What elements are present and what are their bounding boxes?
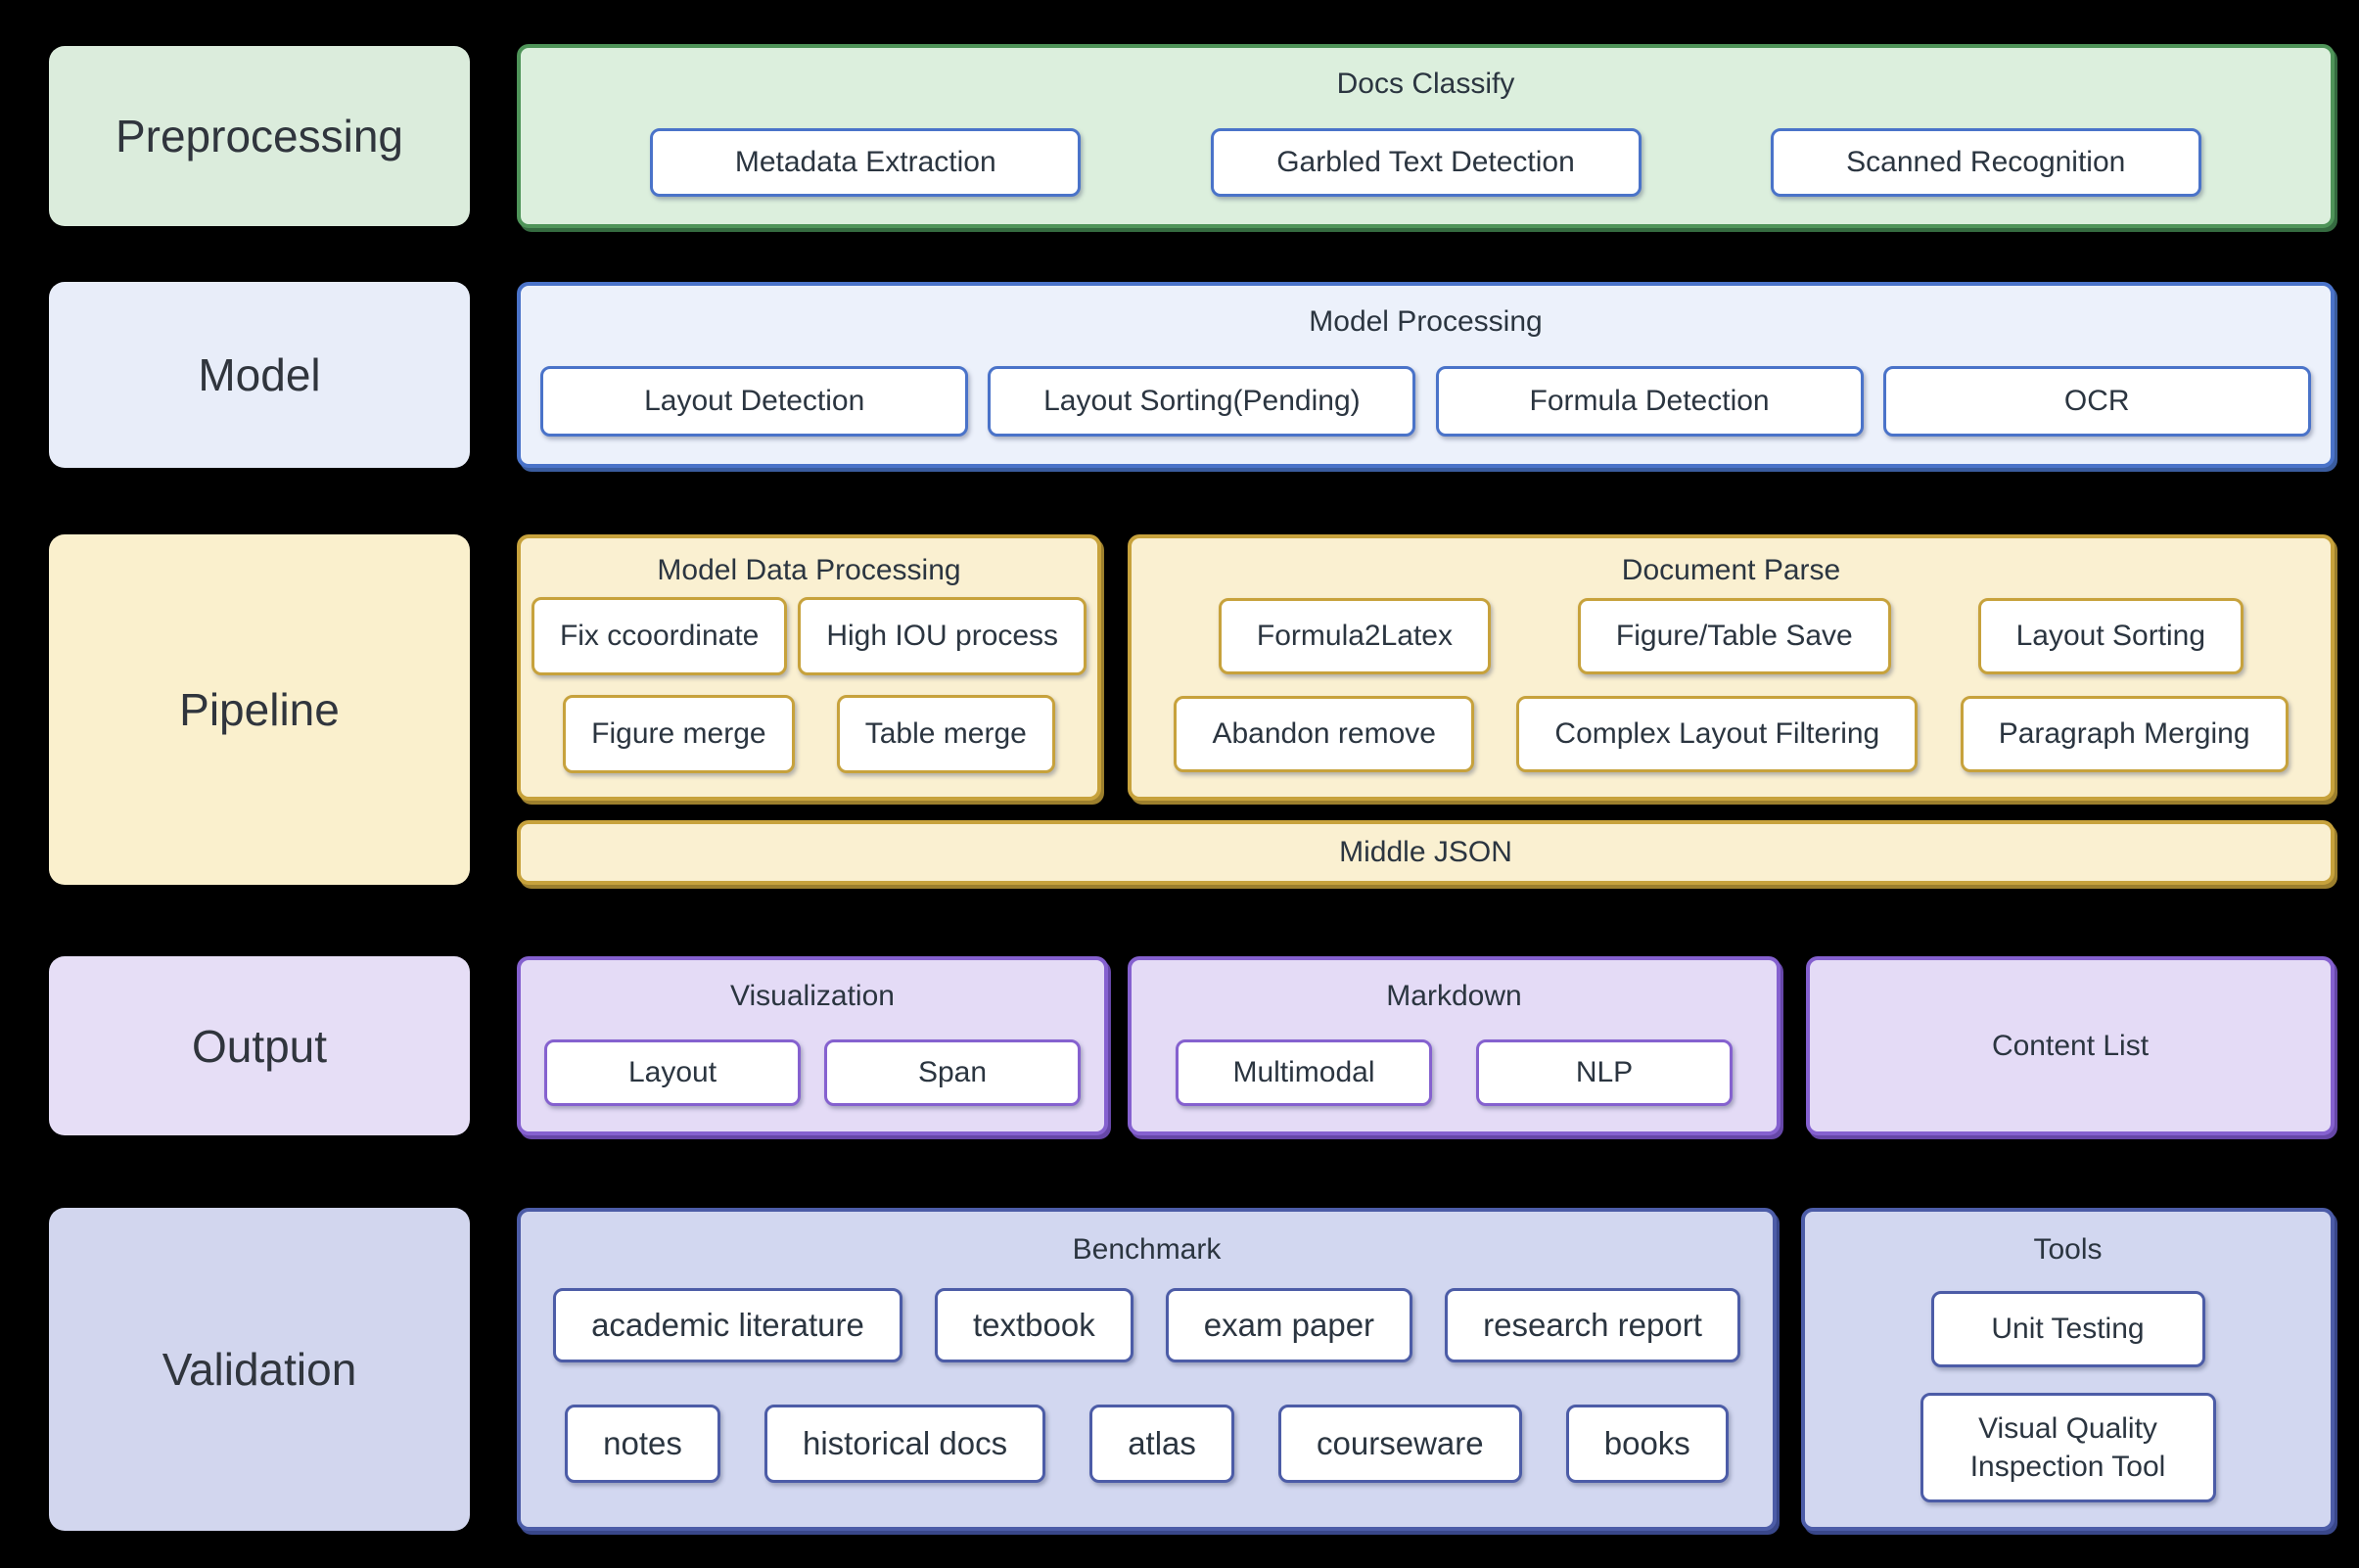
node-fix-ccoordinate: Fix ccoordinate bbox=[531, 597, 788, 675]
visualization-items: Layout Span bbox=[521, 1013, 1104, 1131]
stage-label-model: Model bbox=[49, 282, 470, 468]
group-title-docs-classify: Docs Classify bbox=[1336, 68, 1515, 100]
group-title-benchmark: Benchmark bbox=[1072, 1233, 1222, 1266]
node-formula2latex: Formula2Latex bbox=[1218, 598, 1491, 674]
group-title-model-data-processing: Model Data Processing bbox=[657, 554, 961, 586]
node-figure-merge: Figure merge bbox=[563, 695, 795, 773]
stage-label-preprocessing: Preprocessing bbox=[49, 46, 470, 226]
stage-label-output: Output bbox=[49, 956, 470, 1135]
node-figure-table-save: Figure/Table Save bbox=[1577, 598, 1891, 674]
node-historical-docs: historical docs bbox=[763, 1404, 1046, 1483]
stage-label-pipeline: Pipeline bbox=[49, 534, 470, 885]
node-layout-detection: Layout Detection bbox=[540, 366, 969, 437]
node-research-report: research report bbox=[1445, 1287, 1740, 1362]
node-layout-sorting-pending: Layout Sorting(Pending) bbox=[988, 366, 1416, 437]
group-content-list: Content List bbox=[1806, 956, 2335, 1135]
group-markdown: Markdown Multimodal NLP bbox=[1128, 956, 1781, 1135]
tools-items: Unit Testing Visual Quality Inspection T… bbox=[1805, 1267, 2331, 1527]
node-unit-testing: Unit Testing bbox=[1930, 1291, 2205, 1368]
node-abandon-remove: Abandon remove bbox=[1174, 696, 1474, 772]
node-ocr: OCR bbox=[1882, 366, 2311, 437]
group-title-model-processing: Model Processing bbox=[1309, 305, 1543, 338]
group-document-parse: Document Parse Formula2Latex Figure/Tabl… bbox=[1128, 534, 2335, 801]
benchmark-row1: academic literature textbook exam paper … bbox=[521, 1267, 1773, 1383]
node-formula-detection: Formula Detection bbox=[1435, 366, 1864, 437]
node-exam-paper: exam paper bbox=[1165, 1287, 1413, 1362]
node-garbled-text-detection: Garbled Text Detection bbox=[1210, 128, 1642, 197]
model-processing-items: Layout Detection Layout Sorting(Pending)… bbox=[521, 339, 2331, 464]
markdown-items: Multimodal NLP bbox=[1132, 1013, 1777, 1131]
group-title-tools: Tools bbox=[2033, 1233, 2103, 1266]
node-courseware: courseware bbox=[1278, 1404, 1522, 1483]
stage-label-validation: Validation bbox=[49, 1208, 470, 1531]
node-multimodal: Multimodal bbox=[1176, 1038, 1432, 1106]
group-visualization: Visualization Layout Span bbox=[517, 956, 1108, 1135]
node-textbook: textbook bbox=[934, 1287, 1133, 1362]
node-layout: Layout bbox=[544, 1038, 801, 1106]
model-data-processing-row2: Figure merge Table merge bbox=[521, 685, 1097, 783]
content-list-label: Content List bbox=[1991, 1029, 2150, 1062]
group-tools: Tools Unit Testing Visual Quality Inspec… bbox=[1801, 1208, 2335, 1531]
node-visual-quality-inspection-tool: Visual Quality Inspection Tool bbox=[1920, 1392, 2216, 1502]
group-title-markdown: Markdown bbox=[1386, 980, 1522, 1012]
group-model-processing: Model Processing Layout Detection Layout… bbox=[517, 282, 2335, 468]
document-parse-row2: Abandon remove Complex Layout Filtering … bbox=[1132, 685, 2331, 783]
node-metadata-extraction: Metadata Extraction bbox=[650, 128, 1082, 197]
group-title-visualization: Visualization bbox=[730, 980, 895, 1012]
node-nlp: NLP bbox=[1476, 1038, 1733, 1106]
node-academic-literature: academic literature bbox=[553, 1287, 902, 1362]
group-title-document-parse: Document Parse bbox=[1621, 554, 1841, 586]
node-span: Span bbox=[824, 1038, 1081, 1106]
node-table-merge: Table merge bbox=[836, 695, 1055, 773]
group-middle-json: Middle JSON bbox=[517, 820, 2335, 885]
benchmark-row2: notes historical docs atlas courseware b… bbox=[521, 1383, 1773, 1503]
node-notes: notes bbox=[565, 1404, 720, 1483]
node-scanned-recognition: Scanned Recognition bbox=[1770, 128, 2201, 197]
middle-json-label: Middle JSON bbox=[1339, 836, 1512, 868]
node-books: books bbox=[1565, 1404, 1729, 1483]
node-high-iou-process: High IOU process bbox=[798, 597, 1087, 675]
node-paragraph-merging: Paragraph Merging bbox=[1960, 696, 2289, 772]
node-atlas: atlas bbox=[1089, 1404, 1234, 1483]
docs-classify-items: Metadata Extraction Garbled Text Detecti… bbox=[521, 101, 2331, 224]
document-parse-row1: Formula2Latex Figure/Table Save Layout S… bbox=[1132, 587, 2331, 685]
group-benchmark: Benchmark academic literature textbook e… bbox=[517, 1208, 1777, 1531]
group-docs-classify: Docs Classify Metadata Extraction Garble… bbox=[517, 44, 2335, 228]
node-complex-layout-filtering: Complex Layout Filtering bbox=[1516, 696, 1919, 772]
group-model-data-processing: Model Data Processing Fix ccoordinate Hi… bbox=[517, 534, 1101, 801]
node-layout-sorting: Layout Sorting bbox=[1977, 598, 2244, 674]
model-data-processing-row1: Fix ccoordinate High IOU process bbox=[521, 587, 1097, 685]
